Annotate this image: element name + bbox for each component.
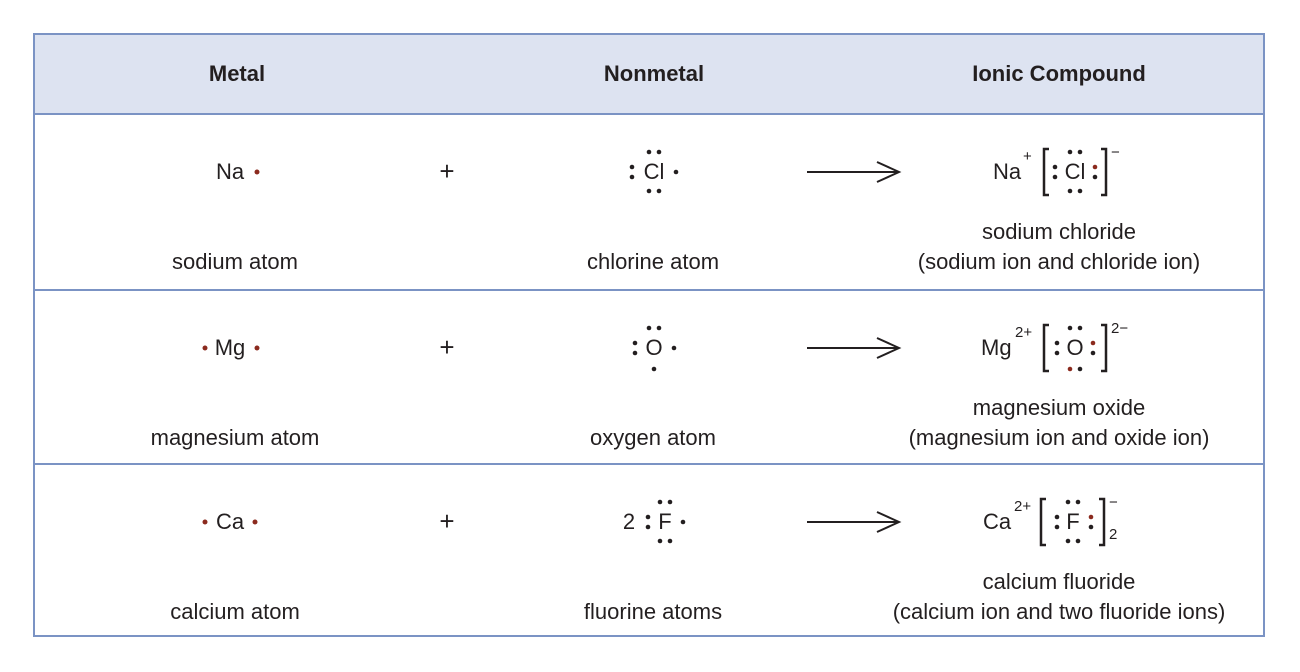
- nonmetal-symbol: Cl: [644, 159, 665, 184]
- row-diagram: Mg + O Mg 2+ O: [151, 320, 1210, 450]
- valence-electron: [202, 345, 208, 351]
- cation-symbol: Mg: [981, 335, 1012, 360]
- right-bracket: [1101, 147, 1108, 197]
- anion-symbol: O: [1066, 335, 1083, 360]
- right-bracket: [1099, 497, 1106, 547]
- anion-charge: −: [1109, 494, 1118, 511]
- table-row: Na + Cl Na + Cl: [35, 115, 1263, 289]
- reaction-arrow: [807, 511, 902, 533]
- cation-charge: +: [1023, 148, 1032, 165]
- valence-electron: [252, 519, 258, 525]
- table-header: Metal Nonmetal Ionic Compound: [35, 35, 1263, 115]
- reaction-arrow: [807, 161, 902, 183]
- right-bracket: [1101, 323, 1108, 373]
- anion-charge: 2−: [1111, 320, 1128, 337]
- lone-pair-electrons: [645, 499, 686, 544]
- plus-sign: +: [439, 506, 454, 536]
- anion-symbol: F: [1066, 509, 1079, 534]
- nonmetal-symbol: F: [658, 509, 671, 534]
- anion-symbol: Cl: [1065, 159, 1086, 184]
- metal-symbol: Ca: [216, 509, 245, 534]
- row-diagram: Ca + 2 F Ca 2+ F: [170, 494, 1226, 624]
- compound-name: sodium chloride: [982, 219, 1136, 244]
- table-row: Mg + O Mg 2+ O: [35, 291, 1263, 465]
- valence-electron: [254, 169, 260, 175]
- cation-charge: 2+: [1014, 498, 1031, 515]
- header-ionic-compound: Ionic Compound: [972, 61, 1146, 86]
- metal-name: sodium atom: [172, 249, 298, 274]
- cation-symbol: Na: [993, 159, 1022, 184]
- valence-electron: [254, 345, 260, 351]
- plus-sign: +: [439, 332, 454, 362]
- cation-symbol: Ca: [983, 509, 1012, 534]
- lone-pair-electrons: [629, 149, 679, 194]
- table-row: Ca + 2 F Ca 2+ F: [35, 465, 1263, 639]
- valence-electron: [202, 519, 208, 525]
- anion-charge: −: [1111, 144, 1120, 161]
- anion-subscript: 2: [1109, 526, 1117, 543]
- compound-name: calcium fluoride: [983, 569, 1136, 594]
- metal-name: calcium atom: [170, 599, 300, 624]
- metal-symbol: Na: [216, 159, 245, 184]
- lone-pair-electrons: [632, 325, 677, 372]
- compound-detail: (sodium ion and chloride ion): [918, 249, 1201, 274]
- nonmetal-name: fluorine atoms: [584, 599, 722, 624]
- metal-symbol: Mg: [215, 335, 246, 360]
- ionic-compound-table: Metal Nonmetal Ionic Compound Na + Cl: [33, 33, 1265, 637]
- nonmetal-name: oxygen atom: [590, 425, 716, 450]
- metal-name: magnesium atom: [151, 425, 320, 450]
- row-divider: [35, 289, 1263, 291]
- cation-charge: 2+: [1015, 324, 1032, 341]
- left-bracket: [1039, 497, 1046, 547]
- nonmetal-symbol: O: [645, 335, 662, 360]
- anion-electrons: [1054, 325, 1096, 372]
- header-nonmetal: Nonmetal: [603, 61, 705, 86]
- row-diagram: Na + Cl Na + Cl: [172, 144, 1201, 274]
- compound-name: magnesium oxide: [973, 395, 1145, 420]
- header-metal: Metal: [208, 61, 266, 86]
- anion-electrons: [1054, 499, 1094, 544]
- reaction-arrow: [807, 337, 902, 359]
- compound-detail: (calcium ion and two fluoride ions): [893, 599, 1226, 624]
- nonmetal-coefficient: 2: [623, 509, 635, 534]
- left-bracket: [1042, 323, 1049, 373]
- plus-sign: +: [439, 156, 454, 186]
- row-divider: [35, 463, 1263, 465]
- left-bracket: [1042, 147, 1049, 197]
- anion-electrons: [1052, 149, 1098, 194]
- compound-detail: (magnesium ion and oxide ion): [909, 425, 1210, 450]
- nonmetal-name: chlorine atom: [587, 249, 719, 274]
